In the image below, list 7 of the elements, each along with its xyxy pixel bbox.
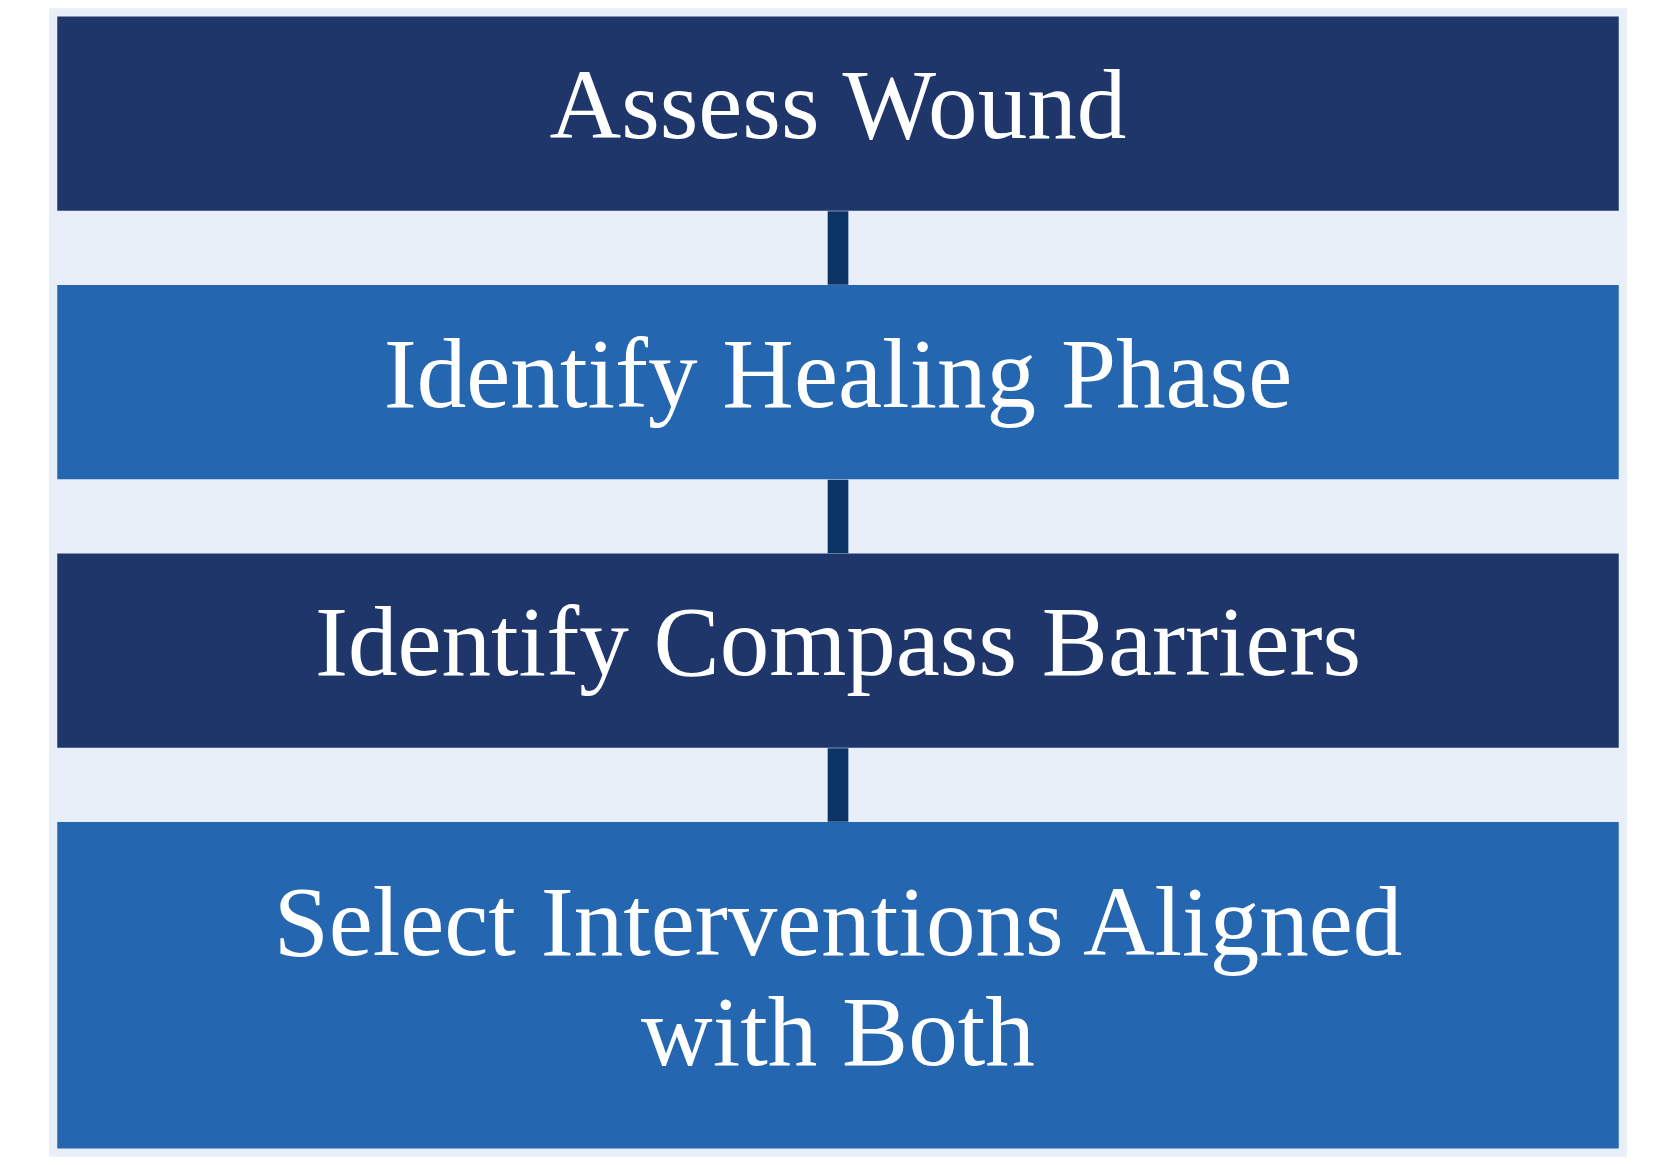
connector [827, 479, 849, 554]
node-box: Identify Compass Barriers [57, 553, 1619, 748]
connector [827, 211, 849, 285]
node-box: Assess Wound [57, 16, 1619, 211]
node-box: Select Interventions Aligned with Both [57, 822, 1619, 1149]
node-box: Identify Healing Phase [57, 285, 1619, 480]
connector [827, 748, 849, 822]
